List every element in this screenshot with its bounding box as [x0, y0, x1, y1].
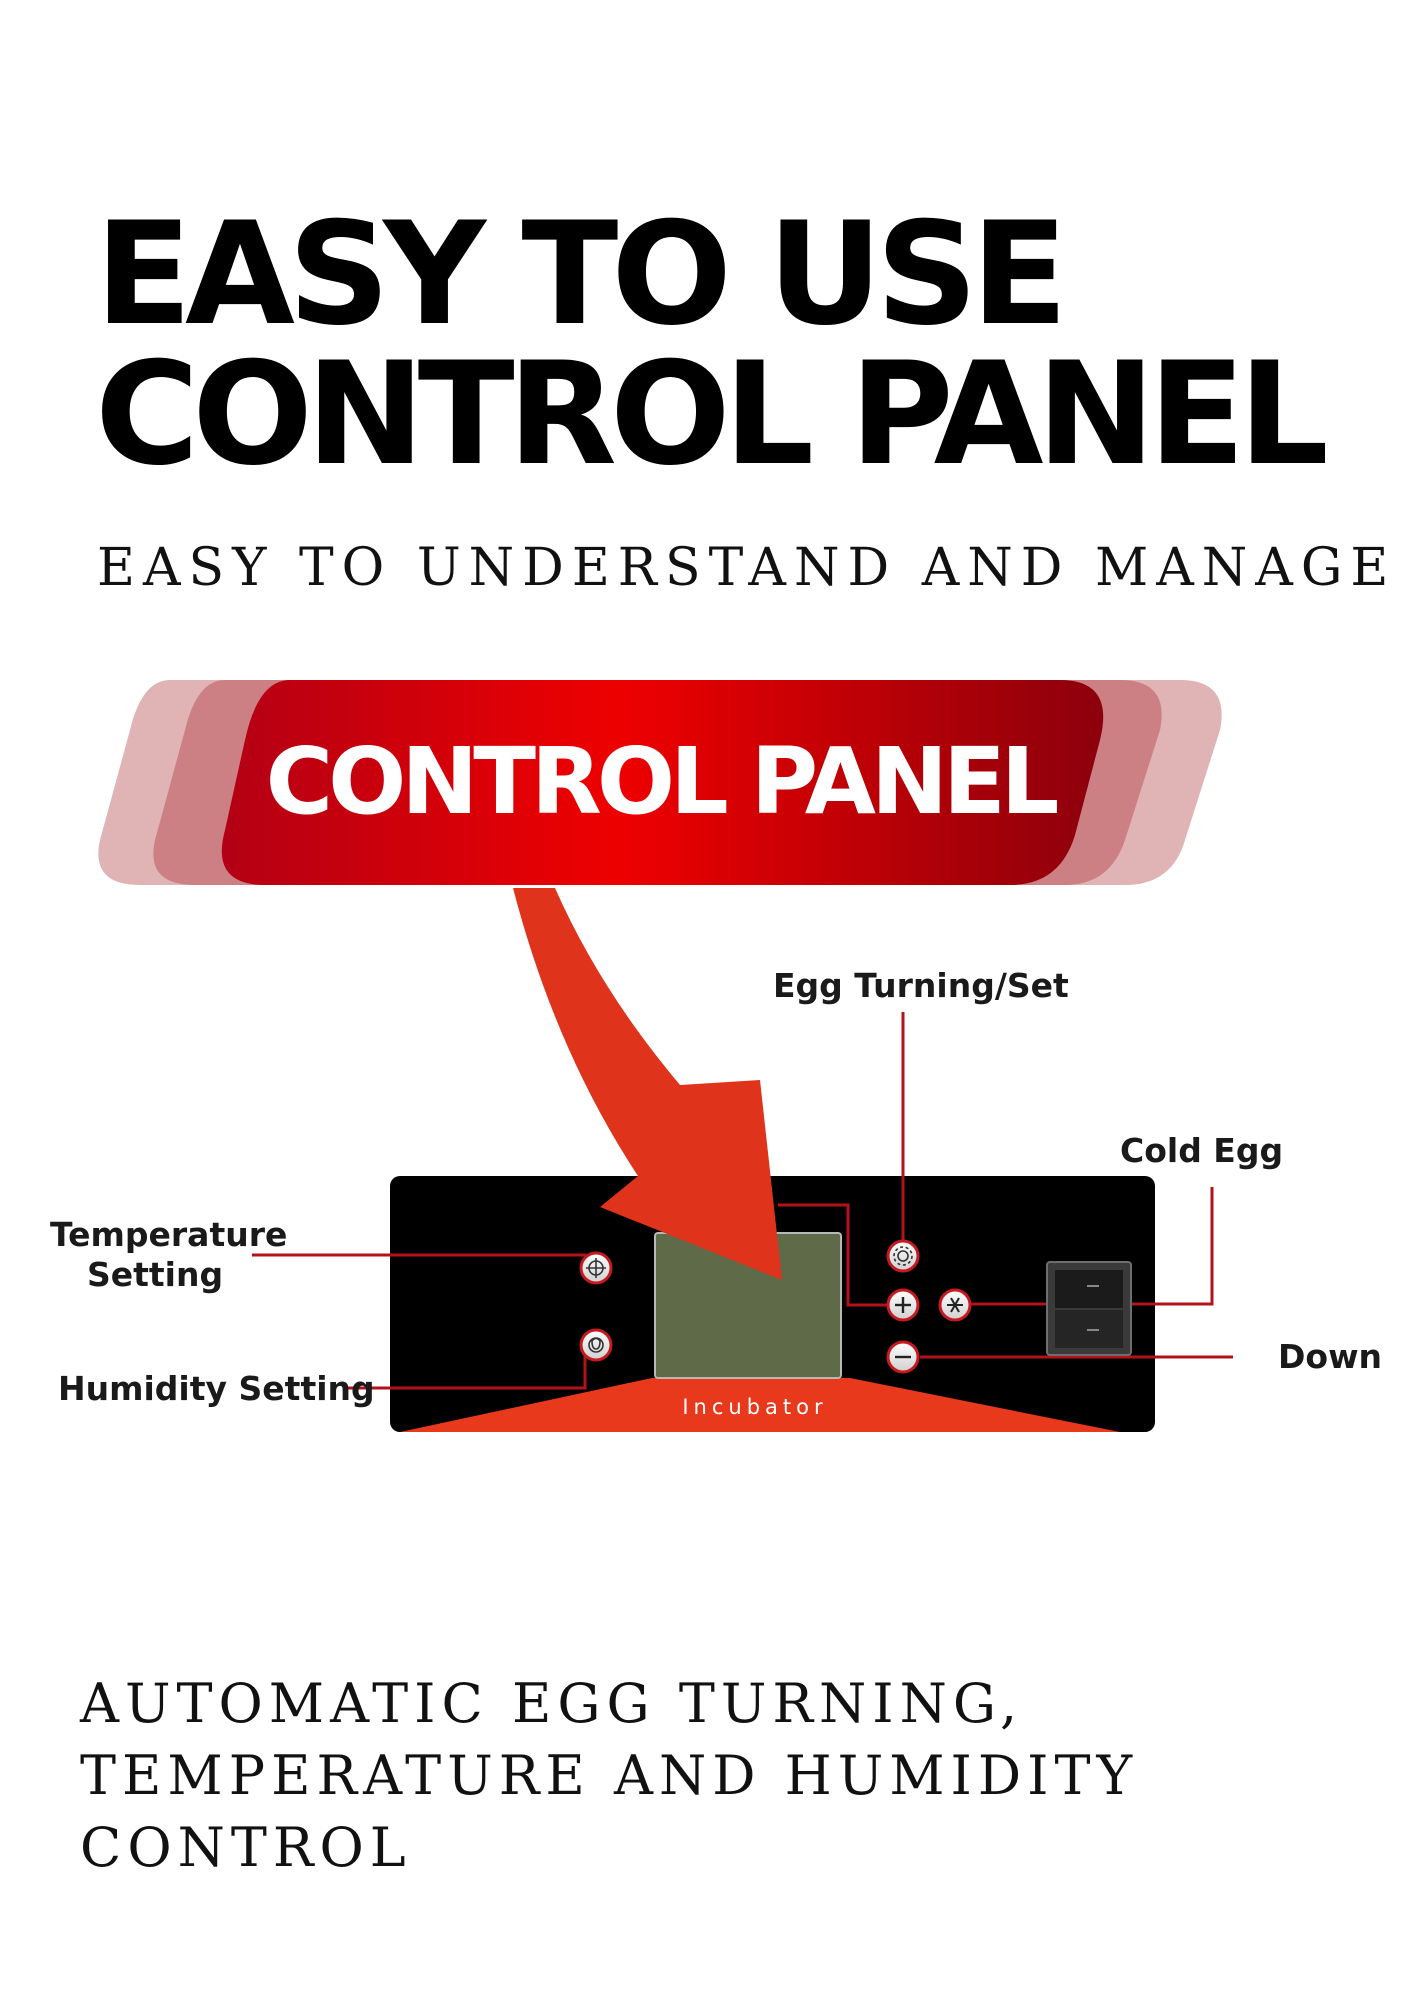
- down-button[interactable]: [886, 1340, 920, 1374]
- incubator-label: Incubator: [682, 1395, 828, 1419]
- temperature-setting-button[interactable]: [579, 1251, 613, 1285]
- gear-icon: [893, 1246, 913, 1266]
- plus-line: [778, 1203, 887, 1307]
- headline: EASY TO USE CONTROL PANEL: [95, 192, 1329, 497]
- callout-temperature-line-2: Setting: [86, 1255, 224, 1294]
- feature-summary: AUTOMATIC EGG TURNING, TEMPERATURE AND H…: [80, 1668, 1138, 1884]
- callout-temperature-line-1: Temperature: [50, 1215, 288, 1254]
- callout-temperature: Temperature Setting: [50, 1215, 288, 1295]
- thermometer-gear-icon: [586, 1258, 606, 1278]
- panel-red-base: [400, 1378, 1120, 1432]
- egg-turning-set-button[interactable]: [886, 1239, 920, 1273]
- banner-label: CONTROL PANEL: [265, 728, 1060, 835]
- control-panel-banner: [221, 680, 1104, 885]
- humidity-line: [343, 1345, 587, 1390]
- cold-egg-button[interactable]: [938, 1288, 972, 1322]
- callout-humidity: Humidity Setting: [58, 1369, 375, 1408]
- snowflake-icon: [947, 1297, 963, 1313]
- humidity-setting-button[interactable]: [579, 1328, 613, 1362]
- power-switch[interactable]: [1046, 1261, 1132, 1356]
- pointer-arrow: [513, 888, 782, 1280]
- cold-egg-line: [955, 1187, 1214, 1306]
- humidity-gear-icon: [588, 1337, 604, 1353]
- up-button[interactable]: [886, 1288, 920, 1322]
- feature-summary-line-1: AUTOMATIC EGG TURNING,: [80, 1672, 1024, 1735]
- feature-summary-line-3: CONTROL: [80, 1816, 412, 1879]
- feature-summary-line-2: TEMPERATURE AND HUMIDITY: [80, 1744, 1139, 1807]
- callout-cold-egg: Cold Egg: [1120, 1131, 1284, 1170]
- headline-line-1: EASY TO USE: [95, 192, 1068, 357]
- subheadline: EASY TO UNDERSTAND AND MANAGE: [97, 538, 1397, 598]
- plus-icon: [895, 1297, 911, 1313]
- callout-egg-turning: Egg Turning/Set: [773, 966, 1069, 1005]
- headline-line-2: CONTROL PANEL: [95, 332, 1329, 497]
- callout-down: Down: [1278, 1337, 1383, 1376]
